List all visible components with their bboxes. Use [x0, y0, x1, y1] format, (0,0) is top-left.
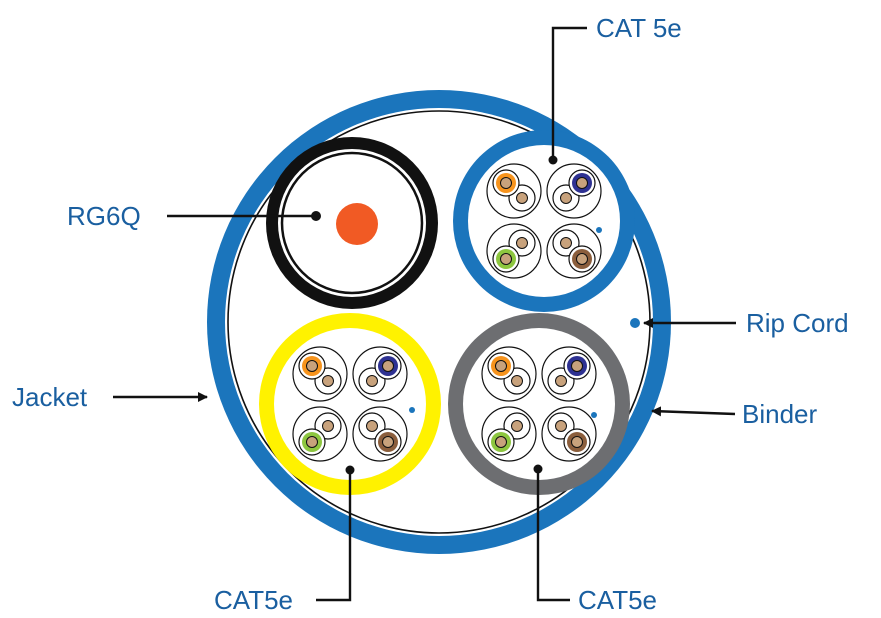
twisted-pair-brown: [546, 223, 602, 279]
wire: [374, 428, 402, 456]
twisted-pair-orange: [486, 163, 542, 219]
wire: [358, 367, 386, 395]
wire: [492, 169, 520, 197]
wire: [487, 352, 515, 380]
leader-dot-cat5e-bottom-left: [345, 465, 355, 475]
twisted-pair-orange: [481, 346, 537, 402]
wire: [487, 428, 515, 456]
wire: [568, 245, 596, 273]
cat5e-top-cable: [453, 130, 635, 312]
cat5e-right-ripcord-dot: [591, 412, 597, 418]
cat5e-top-ripcord-dot: [596, 227, 602, 233]
leader-dot-cat5e-top: [548, 155, 558, 165]
wire: [563, 428, 591, 456]
label-cat5e-bottom-right: CAT5e: [578, 585, 657, 615]
leader-cat5e-top: [551, 26, 587, 160]
twisted-pair-brown: [352, 406, 408, 462]
wire: [298, 352, 326, 380]
twisted-pair-green: [486, 223, 542, 279]
label-rg6q: RG6Q: [67, 201, 141, 231]
label-cat5e-bottom-left: CAT5e: [214, 585, 293, 615]
wire: [492, 245, 520, 273]
label-binder: Binder: [742, 399, 817, 429]
wire: [298, 428, 326, 456]
wire: [547, 412, 575, 440]
rg6q-coax-cable: [266, 137, 438, 309]
rip-cord: [630, 318, 640, 328]
twisted-pair-blue: [541, 346, 597, 402]
leader-dot-cat5e-bottom-right: [533, 464, 543, 474]
twisted-pair-orange: [292, 346, 348, 402]
leader-cat5e-bottom-right: [536, 469, 570, 602]
twisted-pair-green: [481, 406, 537, 462]
cat5e-left-ripcord-dot: [409, 407, 415, 413]
wire: [374, 352, 402, 380]
twisted-pair-blue: [546, 163, 602, 219]
twisted-pair-brown: [541, 406, 597, 462]
label-jacket: Jacket: [12, 382, 88, 412]
twisted-pairs: [481, 346, 597, 462]
label-cat5e-top: CAT 5e: [596, 13, 682, 43]
wire: [552, 229, 580, 257]
twisted-pair-blue: [352, 346, 408, 402]
wire: [563, 352, 591, 380]
twisted-pairs: [292, 346, 408, 462]
twisted-pair-green: [292, 406, 348, 462]
cat5e-bottom-left-cable: [259, 313, 441, 495]
wire: [568, 169, 596, 197]
coax-center-conductor: [336, 203, 378, 245]
label-rip-cord: Rip Cord: [746, 308, 849, 338]
cat5e-bottom-right-cable: [448, 313, 630, 495]
leader-dot-rg6q: [311, 211, 321, 221]
leader-cat5e-bottom-left: [316, 470, 352, 602]
twisted-pairs: [486, 163, 602, 279]
leader-binder: [651, 406, 736, 417]
